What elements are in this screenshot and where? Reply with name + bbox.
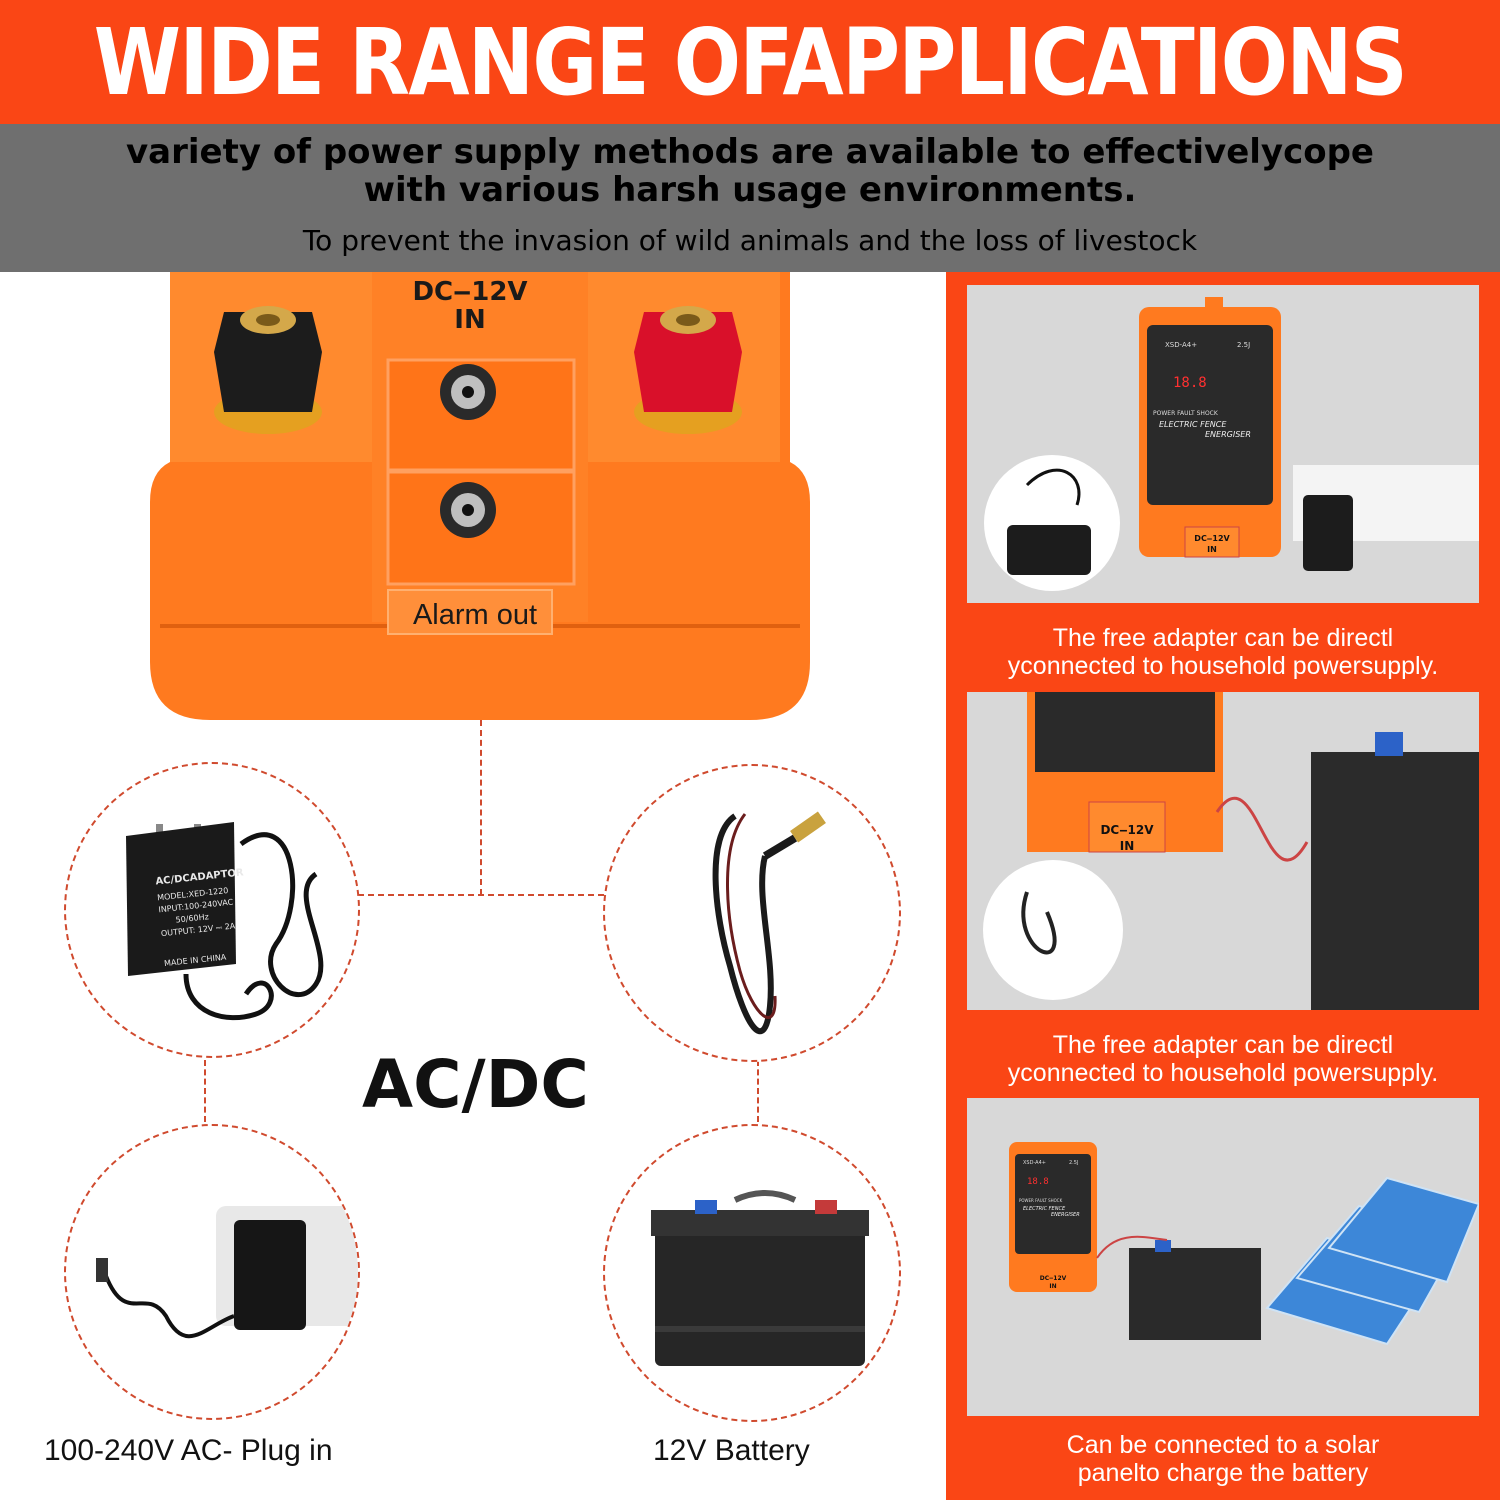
adapter-label-4: 50/60Hz — [175, 912, 209, 924]
energiser-device-closeup: DC‒12V IN Alarm out — [150, 272, 810, 720]
caption-household-2: The free adapter can be directl yconnect… — [946, 1031, 1500, 1087]
photo1-product-1: ELECTRIC FENCE — [1159, 420, 1227, 429]
car-battery-image — [651, 1190, 869, 1366]
photo1-port-2: IN — [1207, 545, 1217, 554]
photo1-port-1: DC‒12V — [1194, 534, 1230, 543]
dc-in-jack — [440, 364, 496, 420]
photo3-indicators: POWER FAULT SHOCK — [1019, 1198, 1063, 1203]
dc-cable-image — [712, 811, 826, 1035]
dc-cable-circle — [603, 764, 901, 1062]
page-title: WIDE RANGE OFAPPLICATIONS — [93, 8, 1408, 116]
caption-solar-text: Can be connected to a solar panelto char… — [1066, 1431, 1380, 1487]
battery-caption: 12V Battery — [653, 1434, 810, 1467]
red-terminal-post — [634, 306, 742, 434]
photo3-product-1: ELECTRIC FENCE — [1023, 1206, 1066, 1212]
title-banner: WIDE RANGE OFAPPLICATIONS — [0, 0, 1500, 124]
photo3-model: XSD-A4+ — [1023, 1160, 1046, 1166]
photo-solar-panel: XSD-A4+ 2.5J 18.8 POWER FAULT SHOCK ELEC… — [967, 1098, 1479, 1416]
battery-circle — [603, 1124, 901, 1422]
photo1-model: XSD-A4+ — [1165, 341, 1197, 349]
wall-socket-adapter-image — [96, 1206, 358, 1339]
caption-household-1: The free adapter can be directl yconnect… — [946, 624, 1500, 680]
dc-in-label-line1: DC‒12V — [412, 277, 527, 307]
caption-household-2-text: The free adapter can be directl yconnect… — [1007, 1031, 1439, 1087]
caption-household-1-text: The free adapter can be directl yconnect… — [1007, 624, 1439, 680]
plug-in-caption: 100-240V AC- Plug in — [44, 1434, 333, 1467]
black-terminal-post — [214, 306, 322, 434]
plug-in-circle — [64, 1124, 360, 1420]
photo2-port-1: DC‒12V — [1100, 823, 1154, 837]
photo1-indicators: POWER FAULT SHOCK — [1153, 410, 1219, 417]
photo3-energy: 2.5J — [1069, 1160, 1078, 1166]
photo3-display: 18.8 — [1027, 1177, 1049, 1187]
alarm-out-jack — [440, 482, 496, 538]
caption-solar: Can be connected to a solar panelto char… — [946, 1431, 1500, 1487]
subtitle-banner — [0, 124, 1500, 272]
photo3-port-2: IN — [1049, 1283, 1056, 1290]
dc-in-label-line2: IN — [454, 305, 485, 335]
photo1-product-2: ENERGISER — [1205, 430, 1251, 439]
connector-line-left — [204, 1060, 206, 1122]
photo3-product-2: ENERGISER — [1051, 1212, 1080, 1218]
photo3-port-1: DC‒12V — [1040, 1275, 1067, 1282]
connector-line-vertical — [480, 720, 482, 895]
photo2-port-2: IN — [1120, 839, 1135, 853]
photo-household-adapter: XSD-A4+ 2.5J 18.8 POWER FAULT SHOCK ELEC… — [967, 285, 1479, 603]
subtitle-line-1: variety of power supply methods are avai… — [125, 132, 1374, 172]
photo-battery-connection: DC‒12V IN — [967, 692, 1479, 1010]
adapter-circle: AC/DCADAPTOR MODEL:XED-1220 INPUT:100-24… — [64, 762, 360, 1058]
photo1-display: 18.8 — [1173, 375, 1207, 391]
subtitle-line-2: with various harsh usage environments. — [363, 170, 1137, 210]
alarm-out-label: Alarm out — [413, 599, 537, 631]
subtitle-line-3: To prevent the invasion of wild animals … — [302, 224, 1198, 257]
photo1-energy: 2.5J — [1237, 341, 1250, 349]
ac-dc-label: AC/DC — [362, 1046, 589, 1123]
connector-line-right — [757, 1060, 759, 1122]
connector-line-horizontal — [358, 894, 604, 896]
ac-dc-adapter-image: AC/DCADAPTOR MODEL:XED-1220 INPUT:100-24… — [126, 822, 324, 1021]
